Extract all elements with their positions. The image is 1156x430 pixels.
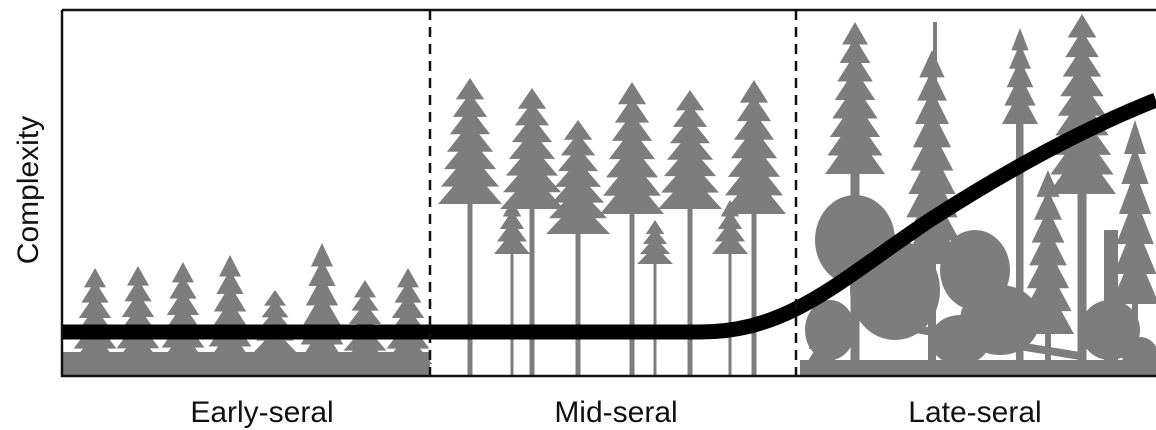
stage-label-mid: Mid-seral — [554, 396, 677, 429]
y-axis-label: Complexity — [12, 116, 45, 264]
stage-label-early: Early-seral — [190, 396, 333, 429]
early-seral-trees — [62, 243, 432, 375]
complexity-curve — [62, 93, 1156, 340]
mid-seral-trees — [438, 78, 786, 375]
plot-frame — [60, 8, 1156, 378]
stage-label-late: Late-seral — [908, 396, 1041, 429]
